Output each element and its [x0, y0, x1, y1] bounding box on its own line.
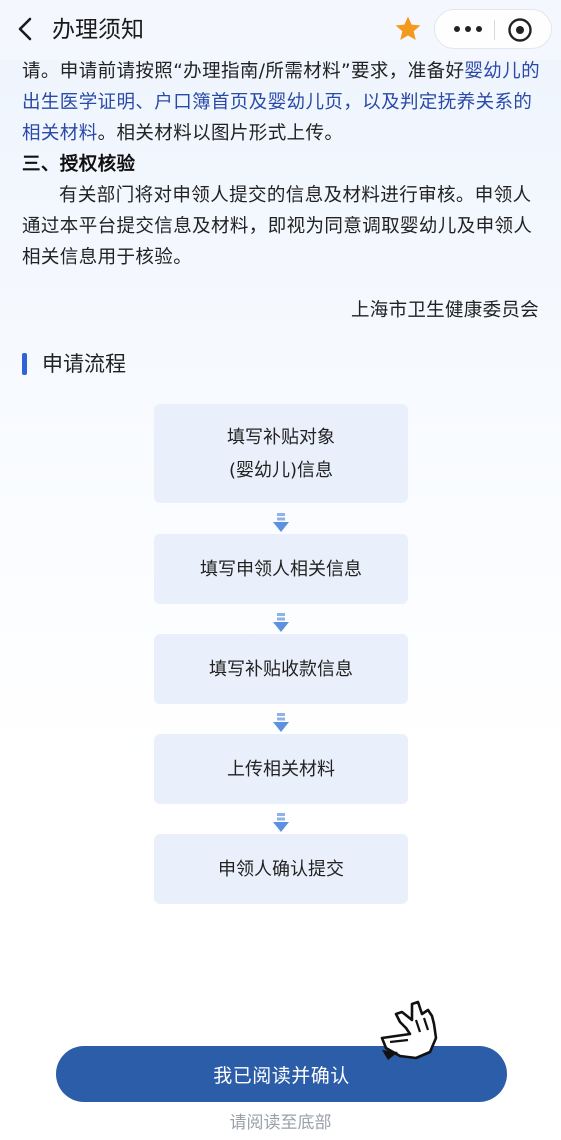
section-marker — [22, 353, 27, 375]
star-icon[interactable] — [393, 14, 423, 44]
pointing-hand-icon — [380, 1000, 438, 1060]
chevron-left-icon[interactable] — [12, 15, 40, 43]
arrow-down-icon — [273, 713, 289, 732]
process-section-title: 申请流程 — [42, 352, 126, 376]
materials-paragraph: 请。申请前请按照“办理指南/所需材料”要求，准备好婴幼儿的出生医学证明、户口簿首… — [22, 56, 542, 149]
flow-step-label: 申领人确认提交 — [218, 858, 344, 880]
paragraph-text: 请。申请前请按照“办理指南/所需材料”要求，准备好 — [22, 61, 465, 82]
mini-program-capsule — [434, 9, 552, 49]
arrow-down-icon — [273, 813, 289, 832]
flow-step-label: 填写补贴收款信息 — [209, 658, 353, 680]
authorization-paragraph: 有关部门将对申领人提交的信息及材料进行审核。申领人通过本平台提交信息及材料，即视… — [22, 185, 533, 268]
section-heading-authorization: 三、授权核验 — [22, 154, 136, 175]
flow-step-applicant-info: 填写申领人相关信息 — [154, 534, 408, 604]
capsule-divider — [494, 20, 495, 40]
flow-step-label: (婴幼儿)信息 — [228, 459, 334, 481]
flow-step-subject-info: 填写补贴对象 (婴幼儿)信息 — [154, 404, 408, 503]
materials-highlight: 婴幼儿的出生医学证明、户口簿首页及婴幼儿页，以及判定抚养关系的相关材料 — [22, 61, 541, 144]
more-dots-icon[interactable] — [445, 10, 491, 48]
flow-step-upload-materials: 上传相关材料 — [154, 734, 408, 804]
paragraph-text: 。相关材料以图片形式上传。 — [97, 123, 344, 144]
confirm-read-button[interactable]: 我已阅读并确认 — [56, 1046, 507, 1102]
flow-step-label: 上传相关材料 — [227, 758, 335, 780]
flow-step-label: 填写补贴对象 — [227, 426, 335, 448]
scroll-hint: 请阅读至底部 — [229, 1113, 332, 1133]
nav-bar: 办理须知 — [0, 0, 561, 60]
page-title: 办理须知 — [52, 17, 144, 43]
arrow-down-icon — [273, 513, 289, 532]
flow-step-label: 填写申领人相关信息 — [200, 558, 362, 580]
target-close-icon[interactable] — [507, 17, 533, 43]
issuer-signature: 上海市卫生健康委员会 — [350, 300, 539, 321]
arrow-down-icon — [273, 613, 289, 632]
notice-content: 请。申请前请按照“办理指南/所需材料”要求，准备好婴幼儿的出生医学证明、户口簿首… — [22, 56, 542, 273]
flow-step-confirm-submit: 申领人确认提交 — [154, 834, 408, 904]
flow-step-payment-info: 填写补贴收款信息 — [154, 634, 408, 704]
